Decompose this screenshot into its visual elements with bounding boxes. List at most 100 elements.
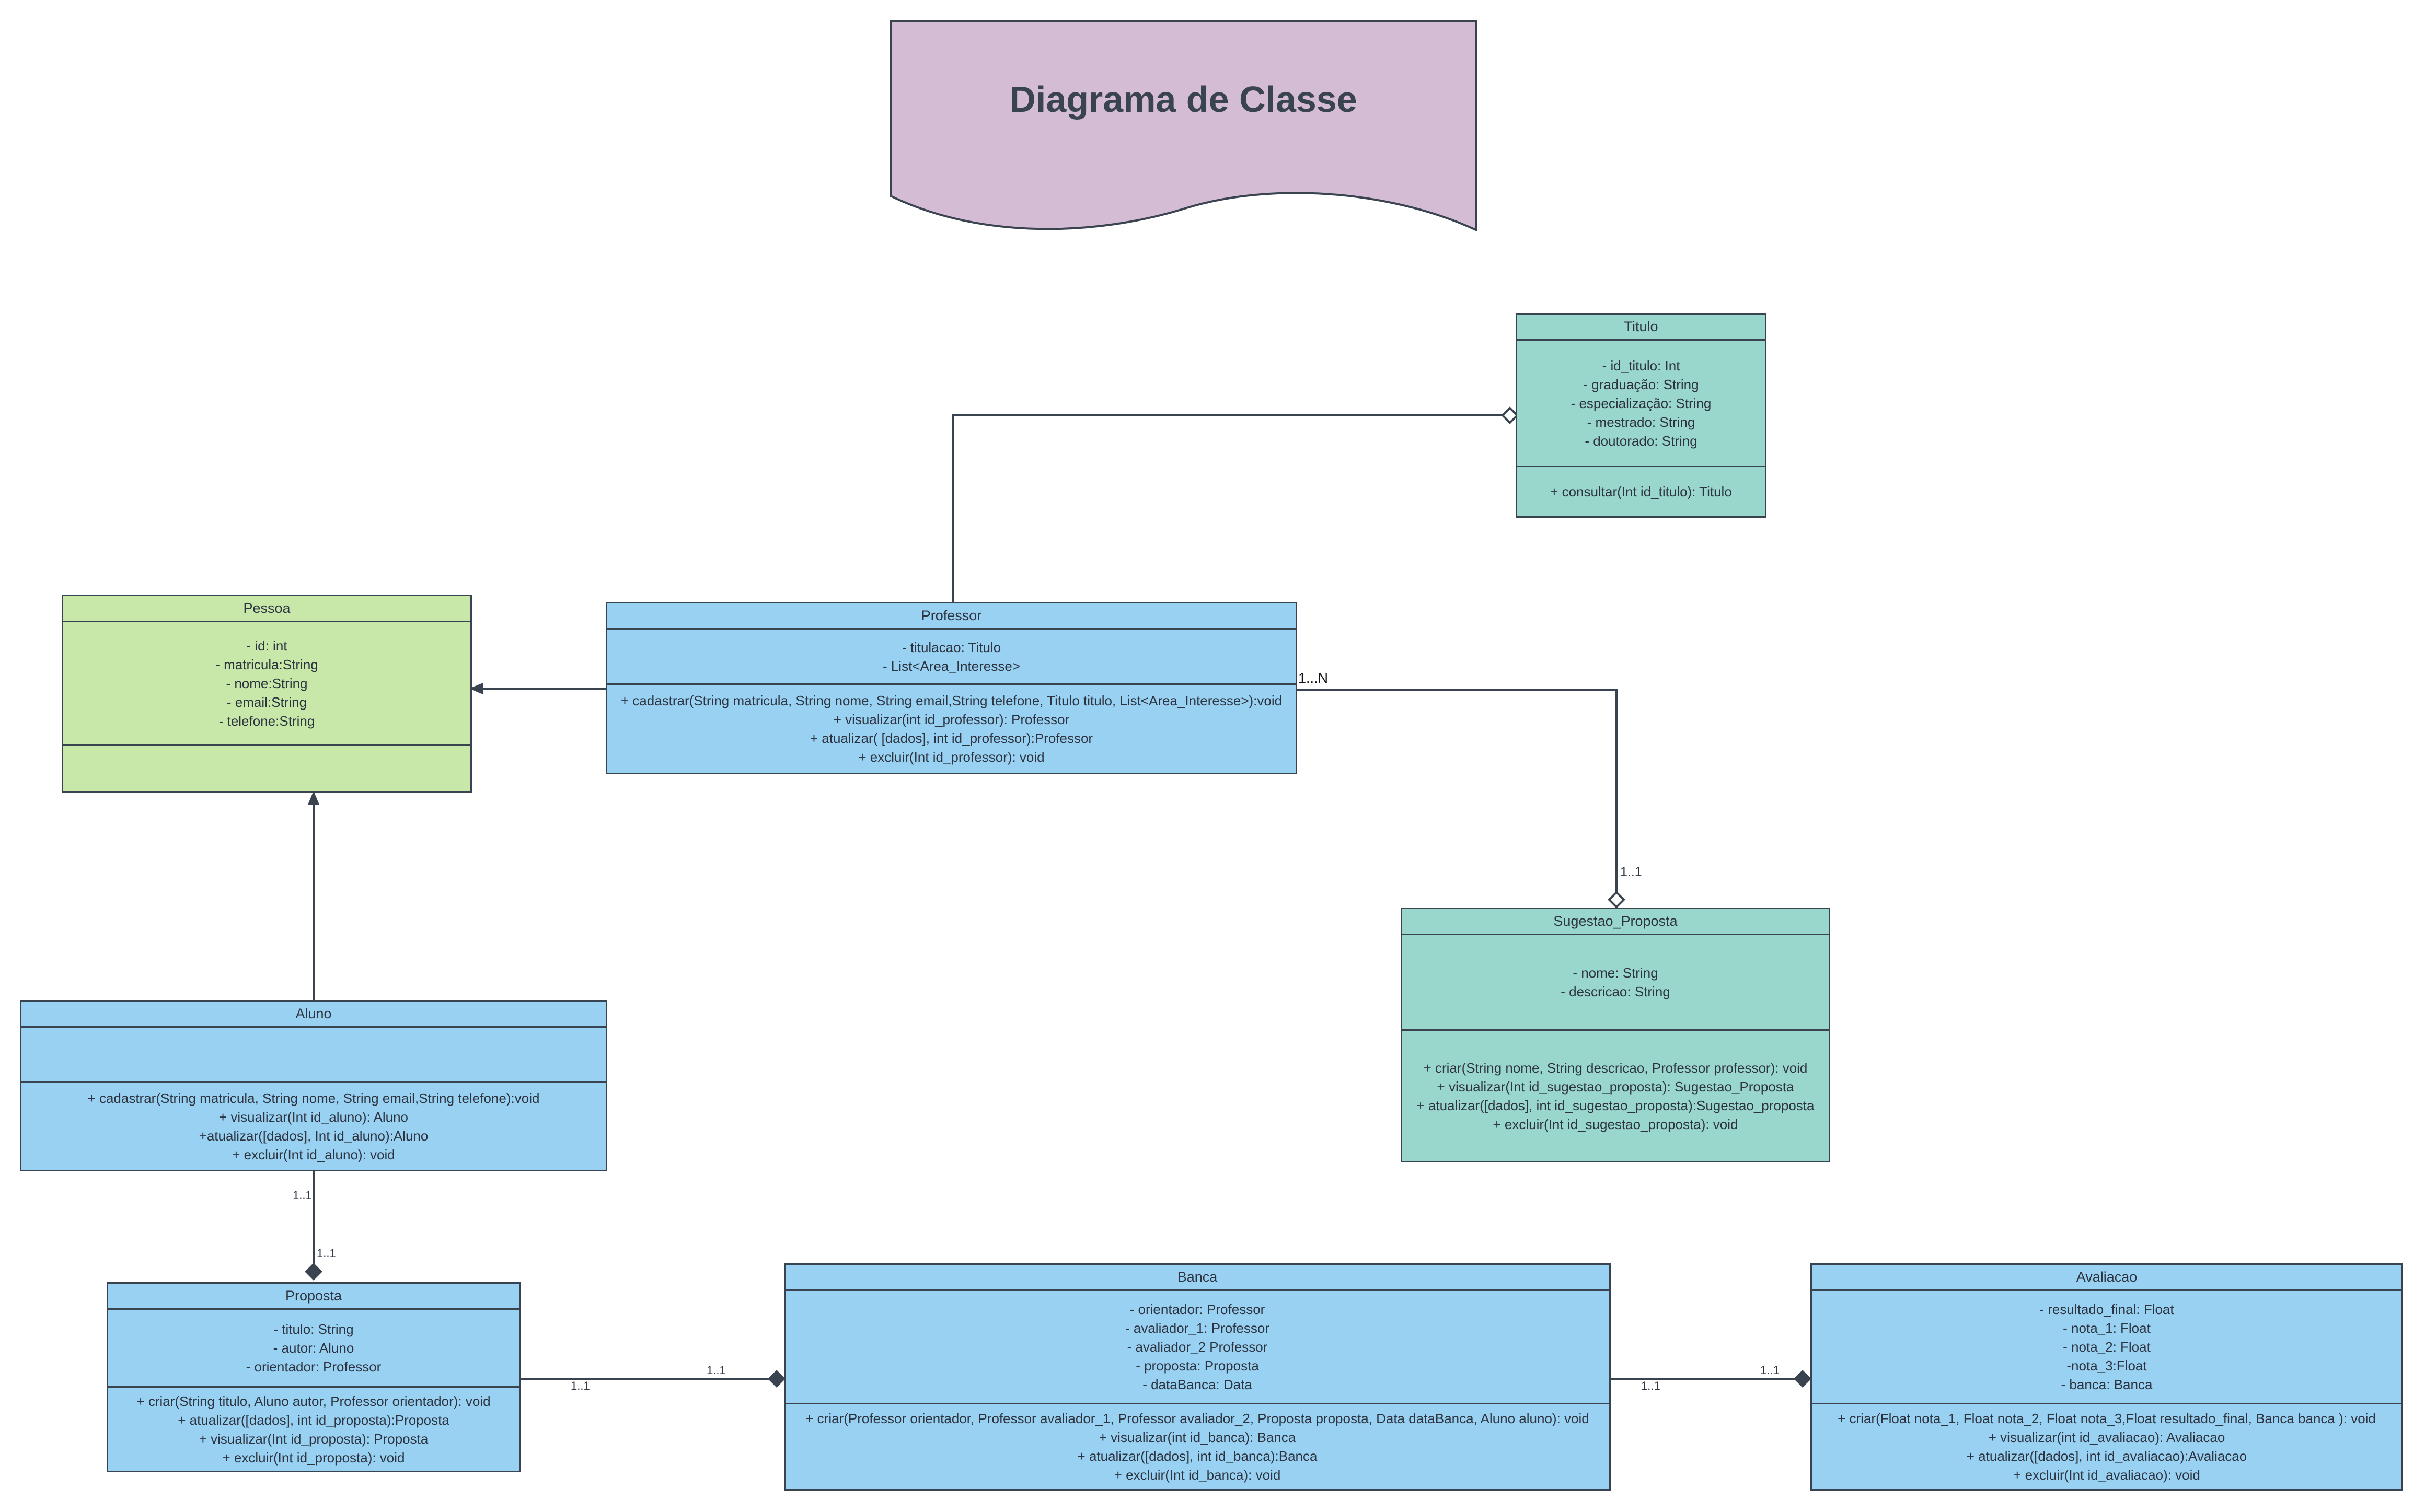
attribute: - nota_1: Float <box>2063 1320 2151 1336</box>
operations-section: + cadastrar(String matricula, String nom… <box>607 685 1296 773</box>
operation: + visualizar(int id_avaliacao): Avaliaca… <box>1988 1429 2225 1445</box>
attribute: - mestrado: String <box>1587 414 1695 430</box>
class-avaliacao[interactable]: Avaliacao - resultado_final: Float - not… <box>1810 1263 2403 1491</box>
attribute: -nota_3:Float <box>2066 1358 2147 1374</box>
attribute: - nota_2: Float <box>2063 1339 2151 1355</box>
operation: + excluir(Int id_avaliacao): void <box>2013 1467 2200 1483</box>
attributes-section <box>21 1028 606 1083</box>
attribute: - doutorado: String <box>1585 433 1698 449</box>
attribute: - titulo: String <box>273 1321 354 1337</box>
operation: + criar(String nome, String descricao, P… <box>1423 1060 1808 1076</box>
operation: + atualizar([dados], int id_banca):Banca <box>1077 1448 1318 1464</box>
class-name: Banca <box>786 1265 1609 1291</box>
multiplicity-label: 1..1 <box>317 1247 336 1260</box>
multiplicity-label: 1..1 <box>571 1379 590 1392</box>
attributes-section: - resultado_final: Float - nota_1: Float… <box>1812 1291 2401 1404</box>
generalization-arrow-icon <box>307 790 320 805</box>
operation: + excluir(Int id_aluno): void <box>232 1146 395 1162</box>
multiplicity-label: 1..1 <box>1620 865 1642 879</box>
attribute: - matricula:String <box>215 656 318 672</box>
attribute: - nome: String <box>1573 965 1658 981</box>
composition-diamond-icon <box>1794 1370 1811 1388</box>
operation: + atualizar([dados], int id_avaliacao):A… <box>1966 1448 2247 1464</box>
attribute: - id: int <box>246 637 287 654</box>
class-name: Sugestao_Proposta <box>1402 909 1829 935</box>
attribute: - List<Area_Interesse> <box>882 658 1021 674</box>
attributes-section: - titulo: String - autor: Aluno - orient… <box>108 1310 519 1388</box>
attribute: - orientador: Professor <box>1129 1301 1265 1317</box>
professor-sugestao-aggregation <box>1297 689 1618 892</box>
operations-section: + criar(Professor orientador, Professor … <box>786 1404 1609 1489</box>
operations-section: + criar(Float nota_1, Float nota_2, Floa… <box>1812 1404 2401 1489</box>
operation: + visualizar(Int id_aluno): Aluno <box>218 1109 409 1125</box>
operation: + criar(Float nota_1, Float nota_2, Floa… <box>1838 1411 2376 1426</box>
multiplicity-label: 1..1 <box>707 1364 726 1377</box>
composition-diamond-icon <box>305 1263 322 1281</box>
class-banca[interactable]: Banca - orientador: Professor - avaliado… <box>784 1263 1611 1491</box>
attribute: - graduação: String <box>1583 376 1699 392</box>
attribute: - email:String <box>226 694 307 710</box>
attribute: - orientador: Professor <box>246 1359 382 1375</box>
attribute: - avaliador_2 Professor <box>1127 1339 1268 1355</box>
attribute: - avaliador_1: Professor <box>1125 1320 1270 1336</box>
attribute: - banca: Banca <box>2061 1377 2153 1392</box>
operation: + atualizar([dados], int id_proposta):Pr… <box>178 1412 449 1428</box>
class-aluno[interactable]: Aluno + cadastrar(String matricula, Stri… <box>20 1000 607 1171</box>
attribute: - id_titulo: Int <box>1602 357 1680 374</box>
generalization-arrow-icon <box>469 682 483 695</box>
multiplicity-label: 1..1 <box>293 1189 312 1202</box>
operations-section: + criar(String nome, String descricao, P… <box>1402 1031 1829 1161</box>
class-name: Professor <box>607 603 1296 630</box>
attributes-section: - nome: String - descricao: String <box>1402 935 1829 1031</box>
class-name: Aluno <box>21 1002 606 1028</box>
attributes-section: - titulacao: Titulo - List<Area_Interess… <box>607 630 1296 685</box>
operation: + atualizar([dados], int id_sugestao_pro… <box>1416 1097 1815 1113</box>
operation: + excluir(Int id_proposta): void <box>222 1449 405 1466</box>
attribute: - proposta: Proposta <box>1136 1358 1259 1374</box>
attribute: - descricao: String <box>1561 984 1670 999</box>
class-name: Titulo <box>1517 315 1765 341</box>
diagram-title: Diagrama de Classe <box>1009 79 1357 120</box>
class-name: Pessoa <box>63 596 470 622</box>
operation: + visualizar(int id_professor): Professo… <box>833 712 1070 727</box>
aggregation-diamond-icon <box>1608 891 1625 909</box>
title-banner <box>890 20 1477 232</box>
operations-section: + cadastrar(String matricula, String nom… <box>21 1083 606 1170</box>
class-professor[interactable]: Professor - titulacao: Titulo - List<Are… <box>606 602 1297 774</box>
operation: + visualizar(Int id_sugestao_proposta): … <box>1437 1078 1794 1095</box>
operation: + atualizar( [dados], int id_professor):… <box>810 730 1093 746</box>
operation: + cadastrar(String matricula, String nom… <box>87 1090 540 1106</box>
attribute: - dataBanca: Data <box>1142 1377 1252 1392</box>
operation: +atualizar([dados], Int id_aluno):Aluno <box>199 1127 429 1144</box>
aggregation-diamond-icon <box>1501 406 1519 424</box>
composition-diamond-icon <box>768 1370 786 1388</box>
multiplicity-label: 1...N <box>1298 670 1329 686</box>
class-titulo[interactable]: Titulo - id_titulo: Int - graduação: Str… <box>1516 313 1766 518</box>
operation: + criar(Professor orientador, Professor … <box>805 1411 1589 1426</box>
operation: + visualizar(int id_banca): Banca <box>1099 1429 1296 1445</box>
operation: + criar(String titulo, Aluno autor, Prof… <box>136 1393 491 1409</box>
class-name: Proposta <box>108 1284 519 1310</box>
multiplicity-label: 1..1 <box>1641 1379 1660 1392</box>
attribute: - autor: Aluno <box>273 1340 354 1356</box>
operation: + consultar(Int id_titulo): Titulo <box>1550 484 1732 499</box>
attribute: - especialização: String <box>1571 395 1712 411</box>
multiplicity-label: 1..1 <box>1760 1364 1780 1377</box>
attributes-section: - id: int - matricula:String - nome:Stri… <box>63 622 470 746</box>
class-proposta[interactable]: Proposta - titulo: String - autor: Aluno… <box>107 1282 521 1472</box>
operations-section: + criar(String titulo, Aluno autor, Prof… <box>108 1388 519 1471</box>
attribute: - resultado_final: Float <box>2039 1301 2174 1317</box>
operations-section <box>63 746 470 791</box>
attribute: - nome:String <box>226 675 308 691</box>
class-pessoa[interactable]: Pessoa - id: int - matricula:String - no… <box>62 595 472 793</box>
operation: + visualizar(Int id_proposta): Proposta <box>199 1430 429 1447</box>
attributes-section: - id_titulo: Int - graduação: String - e… <box>1517 341 1765 467</box>
class-sugestao-proposta[interactable]: Sugestao_Proposta - nome: String - descr… <box>1401 908 1830 1162</box>
attributes-section: - orientador: Professor - avaliador_1: P… <box>786 1291 1609 1404</box>
professor-titulo-aggregation <box>952 414 1503 602</box>
operations-section: + consultar(Int id_titulo): Titulo <box>1517 467 1765 516</box>
operation: + excluir(Int id_professor): void <box>858 749 1045 765</box>
class-name: Avaliacao <box>1812 1265 2401 1291</box>
operation: + excluir(Int id_sugestao_proposta): voi… <box>1493 1116 1738 1132</box>
operation: + cadastrar(String matricula, String nom… <box>620 693 1283 708</box>
